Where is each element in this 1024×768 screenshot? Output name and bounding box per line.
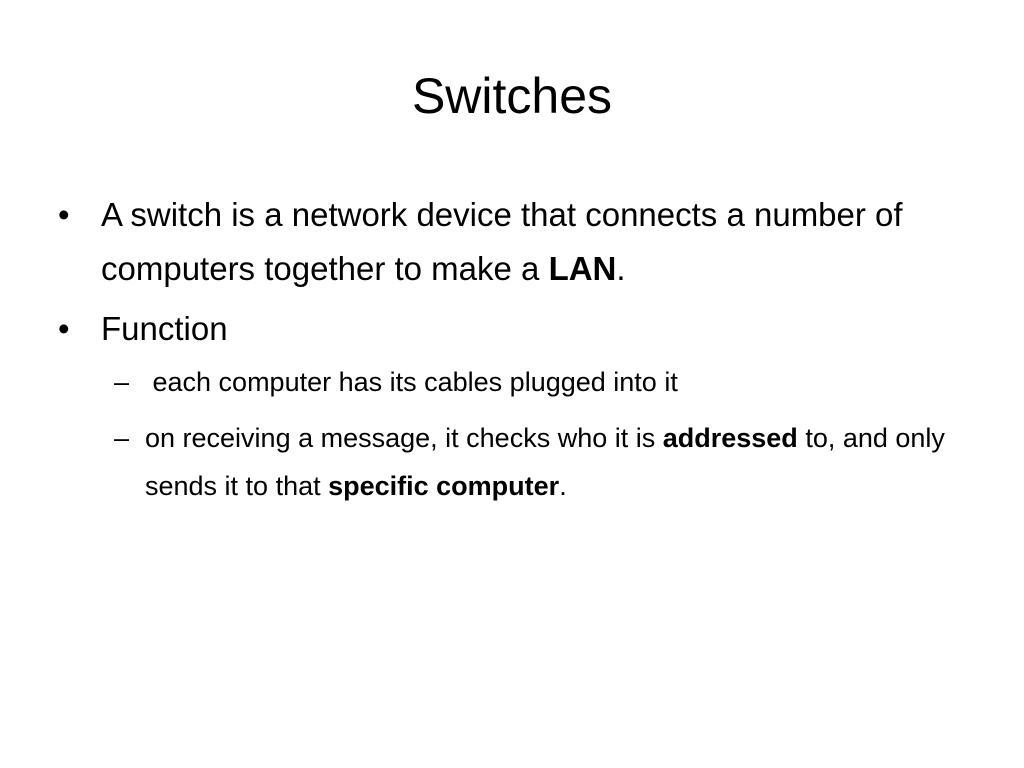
text-run: .: [616, 250, 626, 287]
bullet-text: A switch is a network device that connec…: [101, 196, 903, 287]
text-run-bold: LAN: [548, 250, 617, 287]
text-run-bold: specific computer: [328, 471, 560, 501]
subbullet-item: – on receiving a message, it checks who …: [100, 414, 958, 510]
text-run: each computer has its cables plugged int…: [145, 367, 678, 397]
subbullet-list: – each computer has its cables plugged i…: [101, 358, 958, 510]
text-run: to, and only sends it to that: [145, 423, 945, 501]
bullet-item: • Function – each computer has its cable…: [58, 302, 958, 510]
text-run: on receiving a message, it checks who it…: [145, 423, 663, 453]
subbullet-text: on receiving a message, it checks who it…: [145, 423, 945, 501]
slide-title: Switches: [411, 68, 613, 124]
bullet-text: Function: [101, 310, 228, 347]
bullet-list: • A switch is a network device that conn…: [58, 188, 958, 518]
dash-marker: –: [114, 367, 130, 397]
text-run: .: [559, 471, 567, 501]
bullet-item: • A switch is a network device that conn…: [58, 188, 958, 296]
bullet-marker: •: [58, 196, 70, 233]
text-run: A switch is a network device that connec…: [101, 196, 903, 287]
text-run-bold: addressed: [662, 423, 798, 453]
subbullet-text: each computer has its cables plugged int…: [145, 367, 678, 397]
bullet-marker: •: [58, 310, 70, 347]
subbullet-item: – each computer has its cables plugged i…: [100, 358, 958, 406]
dash-marker: –: [114, 423, 130, 453]
